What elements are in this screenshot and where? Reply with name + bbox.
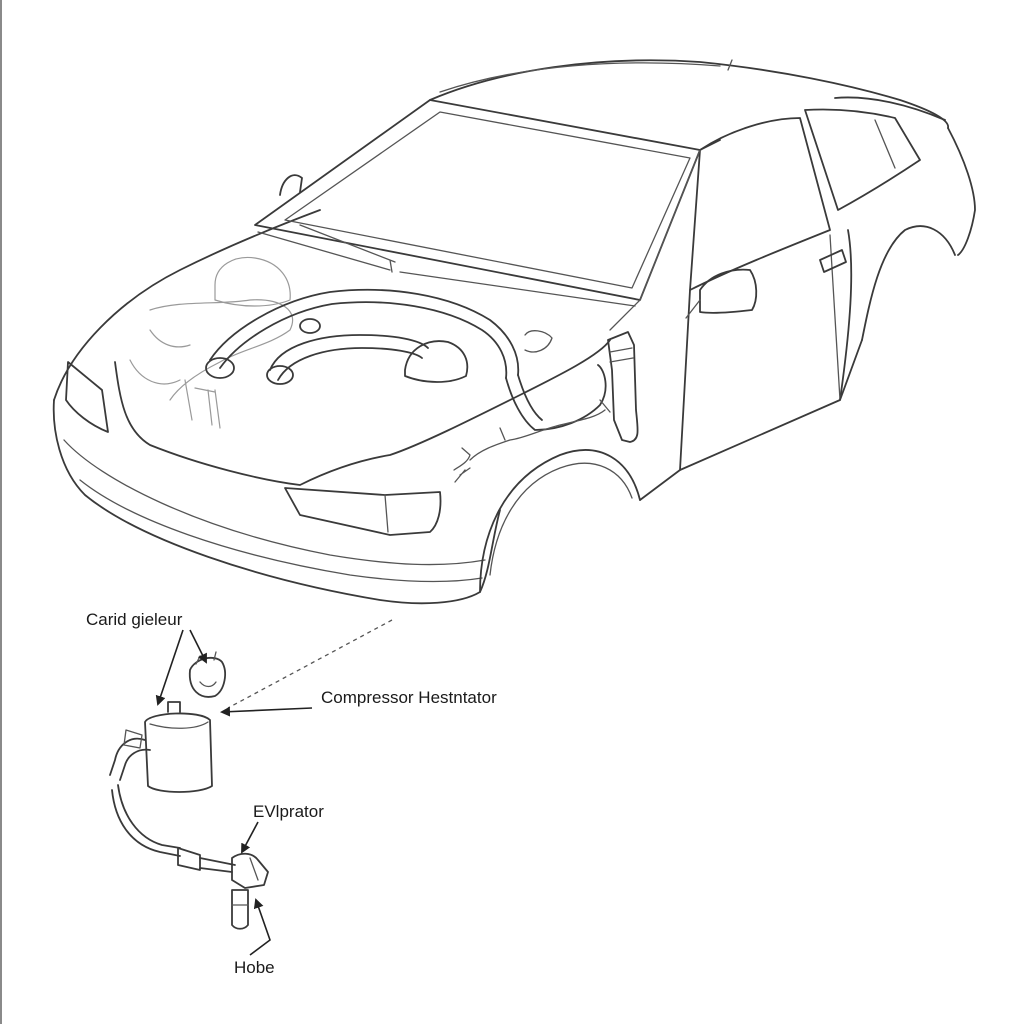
compressor-body [144, 712, 213, 793]
hose-part [231, 889, 249, 930]
hose-fitting-1 [205, 357, 235, 379]
wiring-harness [469, 409, 606, 461]
receiver-drier [607, 331, 639, 443]
label-hose: Hobe [234, 958, 275, 977]
hose-fitting-3 [299, 318, 321, 334]
front-bumper [52, 399, 501, 605]
antenna [727, 59, 733, 71]
door-handle [819, 249, 847, 273]
headlight-left [65, 361, 109, 433]
callout-arrows [155, 629, 313, 956]
front-wheel-arch [479, 449, 641, 593]
side-mirror [699, 268, 758, 314]
side-window-rear [804, 108, 921, 211]
coolant-reservoir [404, 340, 469, 383]
arrow-evaporator [241, 821, 259, 854]
door [679, 229, 853, 471]
component-group [109, 651, 269, 930]
compressor-hose [111, 789, 181, 857]
engine-bay-contour [149, 299, 294, 401]
callout-dashed-line [227, 619, 393, 709]
windshield-inner [284, 111, 691, 289]
page-left-border [0, 0, 2, 1024]
compressor-inlet [109, 737, 146, 776]
car-body [52, 59, 976, 605]
ac-hose-loop [269, 334, 429, 371]
arrow-card-gleuer-2 [189, 629, 207, 664]
roof [429, 59, 949, 129]
rear-wheel-arch [861, 225, 956, 341]
hose-clip [524, 330, 553, 353]
wiper [257, 224, 396, 273]
bumper-line-2 [79, 479, 483, 583]
label-card-gleuer: Carid gieleur [86, 610, 183, 629]
evaporator-part [231, 852, 269, 889]
arrow-hose [249, 898, 271, 956]
hose-fitting-2 [266, 365, 294, 385]
rear-body [947, 127, 976, 256]
bumper-line [63, 439, 486, 566]
windshield-frame [254, 99, 701, 301]
hood-outline [53, 209, 321, 401]
label-compressor: Compressor Hestntator [321, 688, 497, 707]
headlight-right [284, 487, 442, 536]
ac-line-down [505, 364, 607, 431]
side-window-front [689, 117, 831, 291]
ac-hose-main [209, 288, 520, 376]
reservoir-dome [214, 256, 291, 307]
sill [639, 339, 863, 501]
arrow-compressor [220, 706, 313, 717]
engine-bay [129, 256, 639, 483]
label-evaporator: EVlprator [253, 802, 324, 821]
arrow-card-gleuer [155, 629, 184, 706]
card-gleuer-part [188, 656, 226, 698]
hose-coupler [177, 847, 201, 871]
wing-mirror-left [279, 174, 303, 196]
hood-front-edge [114, 339, 611, 486]
